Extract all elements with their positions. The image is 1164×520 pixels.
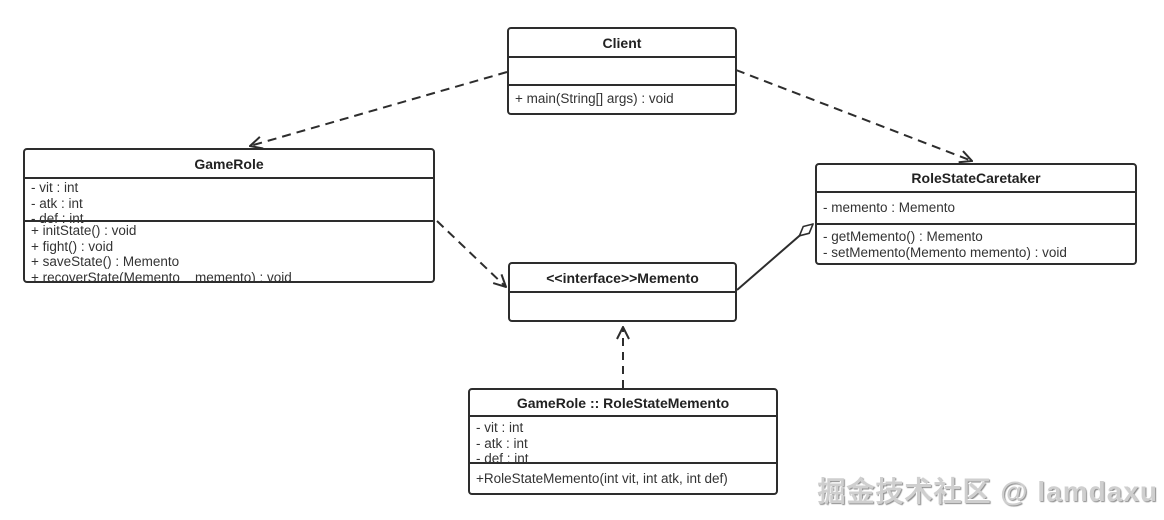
- class-rolestatememento: GameRole :: RoleStateMemento - vit : int…: [468, 388, 778, 495]
- attribute-label: - def : int: [31, 211, 84, 226]
- attribute-label: - vit : int: [476, 420, 524, 435]
- method-label: + fight() : void: [31, 238, 114, 254]
- class-client: Client + main(String[] args) : void: [507, 27, 737, 115]
- attribute-label: - atk : int: [476, 435, 528, 451]
- class-gamerole-attributes: - vit : int - atk : int - def : int: [25, 179, 433, 226]
- dependency-client-gamerole: [250, 71, 508, 146]
- method-label: +RoleStateMemento(int vit, int atk, int …: [476, 471, 728, 486]
- class-rolestatecaretaker: RoleStateCaretaker - memento : Memento -…: [815, 163, 1137, 265]
- class-rolestatecaretaker-methods: - getMemento() : Memento - setMemento(Me…: [817, 225, 1135, 263]
- class-rolestatememento-attributes: - vit : int - atk : int - def : int: [470, 417, 776, 466]
- class-memento-body: [510, 293, 735, 320]
- dependency-client-rolestatecaretaker: [735, 69, 972, 161]
- method-label: - getMemento() : Memento: [823, 229, 983, 244]
- attribute-label: - atk : int: [31, 195, 83, 211]
- class-rolestatememento-title: GameRole :: RoleStateMemento: [470, 390, 776, 417]
- class-gamerole: GameRole - vit : int - atk : int - def :…: [23, 148, 435, 283]
- class-memento-interface: <<interface>>Memento: [508, 262, 737, 322]
- attribute-label: - def : int: [476, 451, 529, 466]
- attribute-label: - vit : int: [31, 180, 79, 195]
- class-client-attributes: [509, 58, 735, 86]
- class-rolestatecaretaker-attributes: - memento : Memento: [817, 193, 1135, 225]
- class-memento-title: <<interface>>Memento: [510, 264, 735, 293]
- class-client-title: Client: [509, 29, 735, 58]
- class-client-methods: + main(String[] args) : void: [509, 86, 735, 113]
- aggregation-rolestatecaretaker-memento: [736, 224, 813, 291]
- class-rolestatememento-methods: +RoleStateMemento(int vit, int atk, int …: [470, 464, 776, 493]
- watermark-text: 掘金技术社区 @ lamdaxu: [817, 476, 1158, 507]
- method-label: + saveState() : Memento: [31, 254, 180, 269]
- class-gamerole-methods: + initState() : void + fight() : void + …: [25, 222, 433, 281]
- method-label: - setMemento(Memento memento) : void: [823, 244, 1067, 260]
- method-label: + initState() : void: [31, 223, 137, 238]
- attribute-label: - memento : Memento: [823, 200, 956, 215]
- dependency-gamerole-memento: [436, 220, 506, 287]
- class-rolestatecaretaker-title: RoleStateCaretaker: [817, 165, 1135, 193]
- method-label: + main(String[] args) : void: [515, 91, 674, 106]
- class-gamerole-title: GameRole: [25, 150, 433, 179]
- method-label: + recoverState(Memento memento) : void: [31, 269, 292, 283]
